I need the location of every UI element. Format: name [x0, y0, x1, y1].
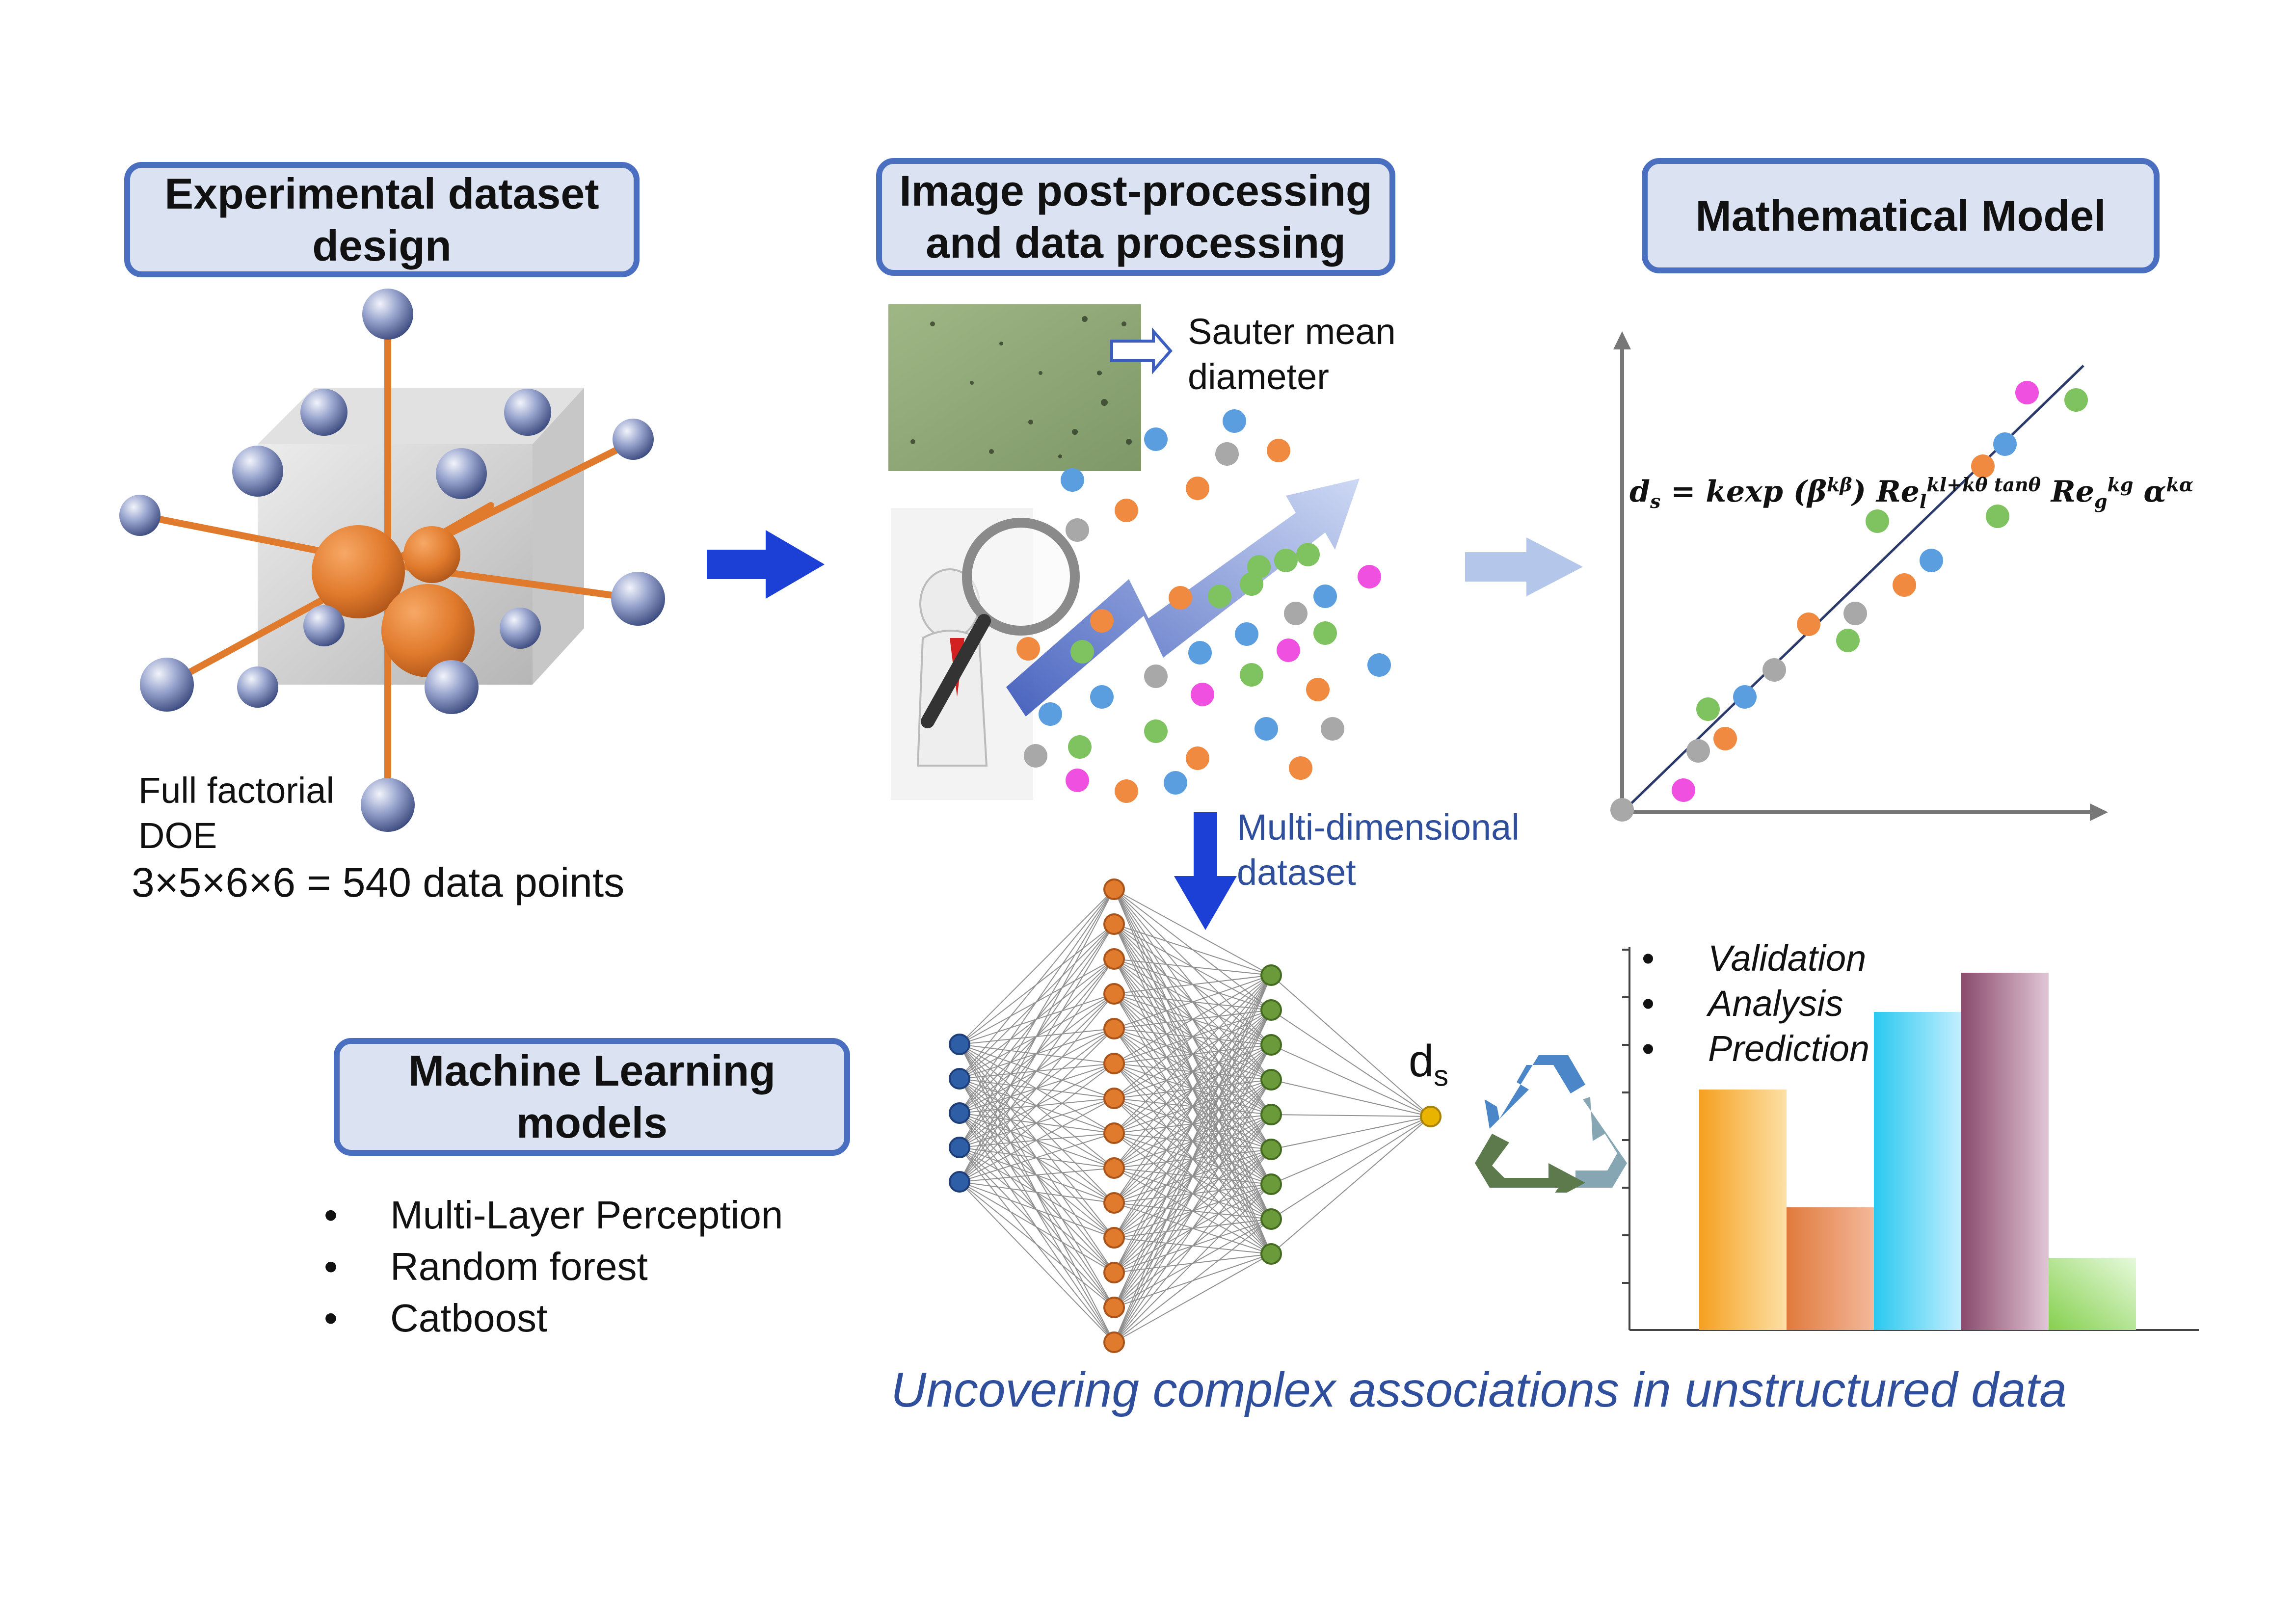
box-experimental-design: Experimental dataset design — [124, 162, 640, 277]
hidden-node-1 — [1103, 878, 1125, 900]
box-mathematical-model: Mathematical Model — [1642, 158, 2160, 273]
box-math-label: Mathematical Model — [1695, 191, 2106, 240]
hidden-node-2 — [1260, 964, 1282, 986]
hidden-node-2 — [1260, 999, 1282, 1021]
neural-network-graphic — [949, 878, 1442, 1353]
hidden-node-1 — [1103, 1227, 1125, 1249]
box-ml-label: Machine Learning models — [408, 1046, 776, 1147]
bullet: • — [324, 1193, 338, 1237]
hidden-node-2 — [1260, 1069, 1282, 1091]
input-node — [949, 1102, 970, 1124]
hidden-node-2 — [1260, 1243, 1282, 1265]
hidden-node-2 — [1260, 1139, 1282, 1160]
flow-arrow-2 — [1465, 537, 1583, 596]
hidden-node-1 — [1103, 1088, 1125, 1109]
hidden-node-1 — [1103, 913, 1125, 935]
box-experimental-label: Experimental dataset design — [164, 169, 599, 270]
equation-text: ds = kexp (βkβ) Relkl+kθ tanθ Regkg αkα — [1629, 474, 2194, 512]
hidden-node-2 — [1260, 1034, 1282, 1056]
sauter-label: Sauter mean diameter — [1188, 311, 1396, 397]
hidden-node-1 — [1103, 1157, 1125, 1179]
math-model-plot — [1610, 331, 2108, 822]
box-image-label: Image post-processing and data processin… — [899, 166, 1372, 267]
input-node — [949, 1137, 970, 1158]
box-machine-learning: Machine Learning models — [334, 1038, 850, 1156]
hidden-node-1 — [1103, 983, 1125, 1005]
model-equation: ds = kexp (βkβ) Relkl+kθ tanθ Regkg αkα — [1629, 474, 2193, 512]
input-node — [949, 1171, 970, 1193]
ml-model-label: Random forest — [390, 1245, 648, 1288]
step-label: Validation — [1708, 938, 1867, 979]
output-label: ds — [1409, 1036, 1449, 1092]
ml-model-label: Catboost — [390, 1296, 548, 1340]
bullet: • — [1642, 938, 1655, 979]
doe-label: Full factorial DOE — [138, 770, 334, 856]
box-image-processing: Image post-processing and data processin… — [876, 158, 1395, 276]
bullet: • — [1642, 1028, 1655, 1069]
input-node — [949, 1034, 970, 1055]
doe-formula: 3×5×6×6 = 540 data points — [132, 859, 625, 905]
hidden-node-1 — [1103, 1122, 1125, 1144]
step-label: Analysis — [1708, 983, 1843, 1024]
doe-cube-graphic — [119, 289, 665, 832]
bar-2 — [1787, 1207, 1874, 1330]
flow-arrow-3 — [1174, 812, 1237, 930]
neural-network-edges — [959, 889, 1431, 1343]
flow-arrow-1 — [707, 530, 825, 599]
bar-3 — [1874, 1012, 1961, 1330]
bar-4 — [1961, 973, 2049, 1330]
microscope-image — [888, 304, 1173, 471]
hidden-node-1 — [1103, 1018, 1125, 1039]
bar-1 — [1699, 1090, 1787, 1330]
output-node — [1420, 1106, 1442, 1127]
magnifier-figure-icon — [891, 508, 1080, 800]
bullet: • — [324, 1245, 338, 1288]
input-node — [949, 1068, 970, 1090]
recycle-icon — [1475, 1055, 1627, 1193]
hidden-node-1 — [1103, 1053, 1125, 1074]
multidim-label: Multi-dimensional dataset — [1237, 807, 1520, 893]
bullet: • — [1642, 983, 1655, 1024]
hidden-node-2 — [1260, 1104, 1282, 1125]
ml-model-label: Multi-Layer Perception — [390, 1193, 783, 1237]
step-label: Prediction — [1708, 1028, 1870, 1069]
hidden-node-1 — [1103, 1297, 1125, 1318]
droplet-scatter — [1016, 409, 1391, 803]
bar-5 — [2049, 1258, 2136, 1330]
hidden-node-1 — [1103, 1192, 1125, 1214]
tagline: Uncovering complex associations in unstr… — [891, 1362, 2067, 1417]
hidden-node-1 — [1103, 1262, 1125, 1283]
results-bar-chart — [1622, 947, 2199, 1331]
hidden-node-1 — [1103, 948, 1125, 970]
hidden-node-2 — [1260, 1173, 1282, 1195]
hidden-node-2 — [1260, 1208, 1282, 1230]
bullet: • — [324, 1296, 338, 1340]
hidden-node-1 — [1103, 1331, 1125, 1353]
